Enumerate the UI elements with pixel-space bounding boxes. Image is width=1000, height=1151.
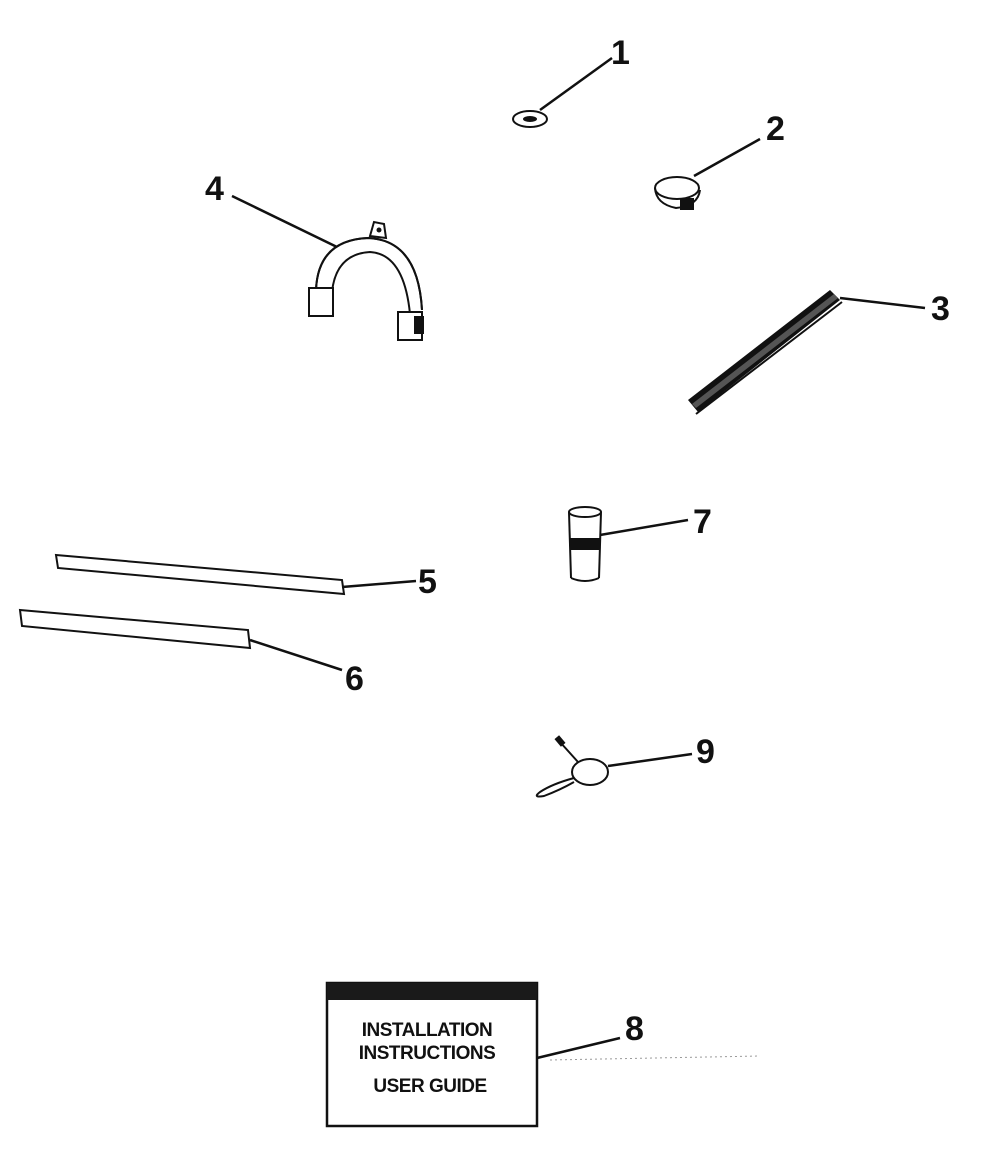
- part-3-brush-strip: 3: [688, 290, 950, 415]
- leader-9: [607, 752, 693, 768]
- part-6-strip: 6: [18, 608, 364, 698]
- leader-1: [539, 56, 613, 112]
- booklet-line-1: INSTALLATION: [362, 1020, 493, 1041]
- leader-6: [249, 638, 343, 672]
- part-5-strip: 5: [54, 553, 437, 601]
- callout-2: 2: [766, 110, 785, 148]
- booklet-line-3: USER GUIDE: [373, 1076, 486, 1097]
- leader-8: [536, 1036, 621, 1060]
- callout-1: 1: [611, 34, 630, 72]
- leader-7: [599, 518, 689, 537]
- callout-5: 5: [418, 563, 437, 601]
- part-7-coupling: 7: [568, 503, 712, 582]
- leader-5: [341, 579, 417, 589]
- part-2-clamp: 2: [654, 110, 785, 210]
- part-8-manual-booklet: INSTALLATION INSTRUCTIONS USER GUIDE 8: [325, 981, 761, 1128]
- leader-3: [839, 296, 926, 310]
- booklet-band: [327, 983, 537, 1000]
- booklet-line-2: INSTRUCTIONS: [359, 1043, 496, 1064]
- callout-6: 6: [345, 660, 364, 698]
- part-4-hose-support: 4: [205, 170, 424, 341]
- callout-8: 8: [625, 1010, 644, 1048]
- callout-7: 7: [693, 503, 712, 541]
- callout-3: 3: [931, 290, 950, 328]
- part-9-ring-clip: 9: [535, 733, 715, 798]
- callout-9: 9: [696, 733, 715, 771]
- part-1-washer: 1: [512, 34, 630, 128]
- leader-4: [231, 194, 338, 249]
- callout-4: 4: [205, 170, 224, 208]
- leader-2: [693, 137, 761, 178]
